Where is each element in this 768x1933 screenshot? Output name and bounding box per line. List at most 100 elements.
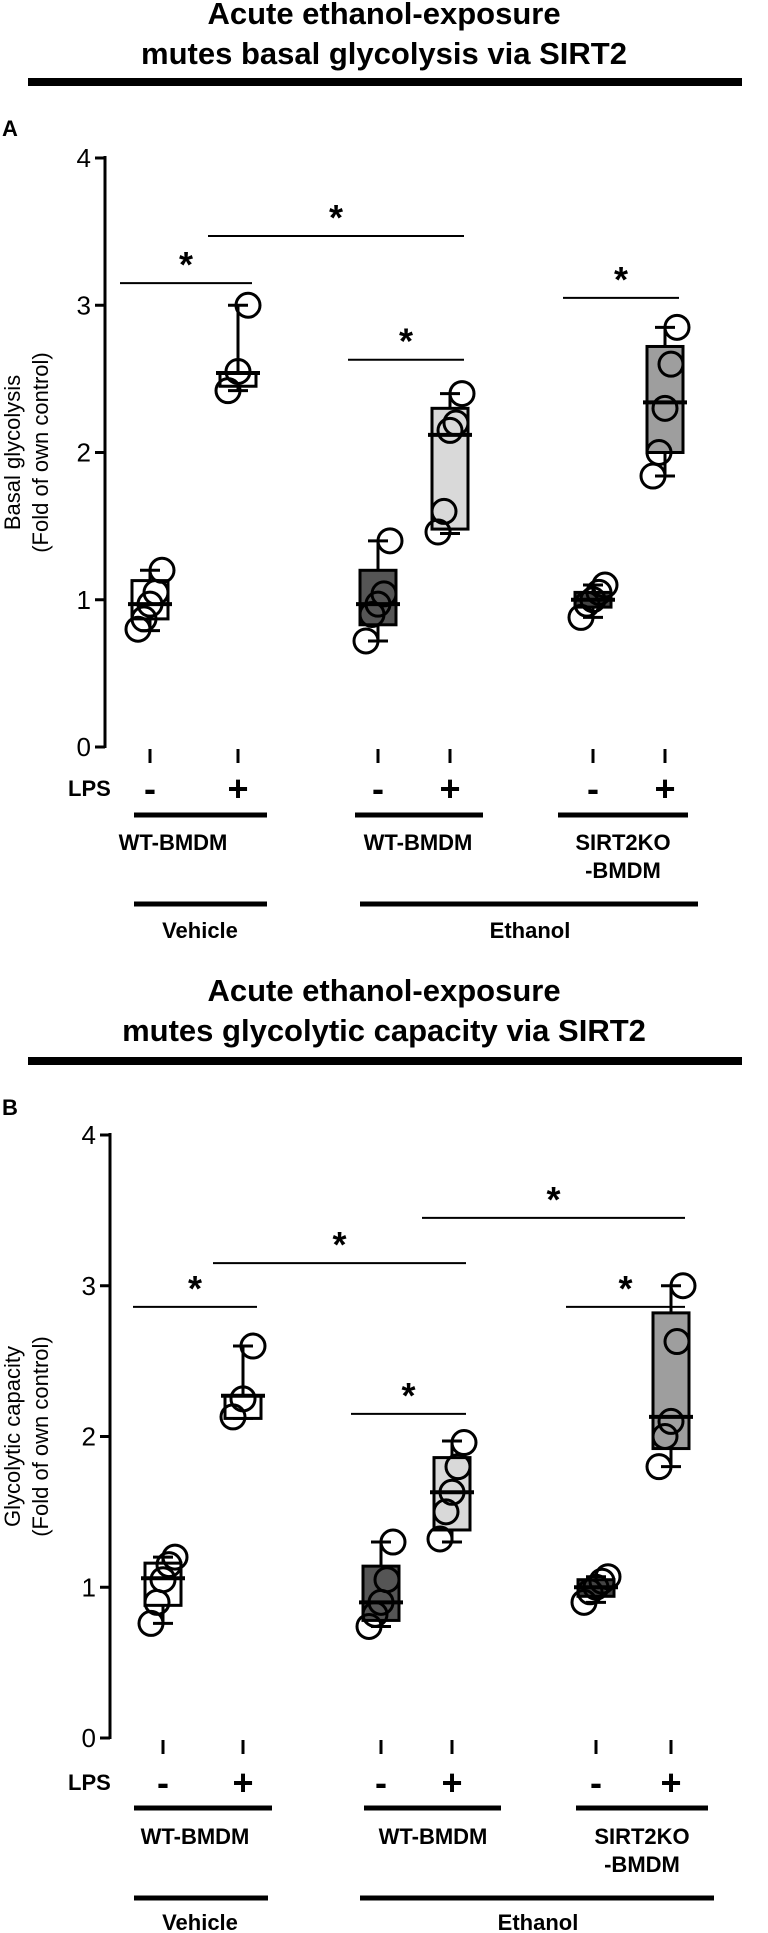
data-point — [148, 556, 176, 584]
group-label: WT-BMDM — [379, 1824, 488, 1849]
panel-label: B — [2, 1095, 18, 1120]
data-point — [436, 416, 464, 444]
y-axis-label-line: Glycolytic capacity — [0, 1346, 25, 1527]
chart-title-line: Acute ethanol-exposure — [207, 973, 560, 1008]
chart-title-line: mutes glycolytic capacity via SIRT2 — [122, 1013, 646, 1048]
data-point — [448, 380, 476, 408]
data-point — [450, 1429, 478, 1457]
lps-sign: - — [157, 1762, 169, 1803]
y-tick-label: 4 — [82, 1120, 96, 1150]
data-point — [376, 527, 404, 555]
y-tick-label: 0 — [82, 1723, 96, 1753]
box-series — [645, 1272, 697, 1481]
box — [361, 1564, 401, 1622]
significance-star: * — [399, 321, 413, 362]
panel-label: A — [2, 116, 18, 141]
lps-sign: + — [227, 768, 248, 809]
lps-sign: - — [372, 768, 384, 809]
group-label: SIRT2KO — [594, 1824, 689, 1849]
data-point — [155, 1551, 183, 1579]
lps-sign: - — [587, 768, 599, 809]
box-series — [424, 380, 476, 546]
data-point — [663, 1328, 691, 1356]
panel-B: Acute ethanol-exposure mutes glycolytic c… — [0, 973, 742, 1933]
group-label: WT-BMDM — [141, 1824, 250, 1849]
data-point — [352, 627, 380, 655]
y-tick-label: 3 — [77, 290, 91, 320]
box-series — [137, 1543, 189, 1637]
y-tick-label: 4 — [77, 143, 91, 173]
data-point — [645, 439, 673, 466]
data-point — [657, 350, 685, 378]
y-tick-label: 0 — [77, 732, 91, 762]
lps-sign: - — [144, 768, 156, 809]
data-point — [430, 497, 458, 525]
box-series — [214, 291, 262, 405]
lps-sign: - — [590, 1762, 602, 1803]
data-point — [663, 313, 691, 341]
data-point — [224, 358, 252, 386]
y-tick-label: 2 — [77, 438, 91, 468]
lps-label: LPS — [68, 776, 111, 801]
significance-star: * — [614, 259, 628, 300]
significance-star: * — [179, 244, 193, 285]
group-label: -BMDM — [604, 1852, 680, 1877]
y-axis-label-line: Basal glycolysis — [0, 375, 25, 530]
data-point — [229, 1385, 257, 1413]
lps-sign: + — [232, 1762, 253, 1803]
data-point — [149, 1566, 177, 1594]
y-axis-label-line: (Fold of own control) — [28, 352, 53, 553]
significance-star: * — [329, 197, 343, 238]
lps-sign: + — [441, 1762, 462, 1803]
group-label: WT-BMDM — [364, 830, 473, 855]
treatment-label: Ethanol — [498, 1910, 579, 1933]
box — [645, 344, 685, 455]
treatment-label: Vehicle — [162, 918, 238, 943]
box-series — [570, 1563, 622, 1616]
lps-sign: + — [654, 768, 675, 809]
data-point — [239, 1332, 267, 1360]
data-point — [424, 518, 452, 546]
data-point — [585, 578, 613, 606]
box-series — [352, 527, 404, 655]
group-label: WT-BMDM — [119, 830, 228, 855]
treatment-label: Vehicle — [162, 1910, 238, 1933]
data-point — [591, 571, 619, 599]
data-point — [588, 1567, 616, 1595]
significance-star: * — [188, 1268, 202, 1309]
data-point — [594, 1563, 622, 1591]
y-tick-label: 3 — [82, 1271, 96, 1301]
significance-star: * — [546, 1179, 560, 1220]
chart-title-line: Acute ethanol-exposure — [207, 0, 560, 31]
y-tick-label: 1 — [82, 1572, 96, 1602]
data-point — [234, 291, 262, 319]
data-point — [370, 580, 398, 608]
significance-star: * — [332, 1224, 346, 1265]
lps-label: LPS — [68, 1770, 111, 1795]
significance-star: * — [618, 1268, 632, 1309]
treatment-label: Ethanol — [490, 918, 571, 943]
data-point — [651, 1423, 679, 1450]
group-label: SIRT2KO — [575, 830, 670, 855]
significance-star: * — [401, 1375, 415, 1416]
box-series — [639, 313, 691, 490]
y-tick-label: 2 — [82, 1422, 96, 1452]
data-point — [651, 394, 679, 422]
box-series — [219, 1332, 267, 1431]
data-point — [373, 1566, 401, 1594]
data-point — [426, 1525, 454, 1553]
data-point — [645, 1453, 673, 1481]
data-point — [669, 1272, 697, 1300]
lps-sign: + — [439, 768, 460, 809]
y-tick-label: 1 — [77, 585, 91, 615]
data-point — [130, 605, 158, 633]
data-point — [438, 1478, 466, 1506]
box-series — [426, 1429, 478, 1553]
data-point — [657, 1407, 685, 1435]
data-point — [379, 1528, 407, 1556]
box-series — [124, 556, 176, 643]
box-series — [355, 1528, 407, 1640]
lps-sign: + — [660, 1762, 681, 1803]
